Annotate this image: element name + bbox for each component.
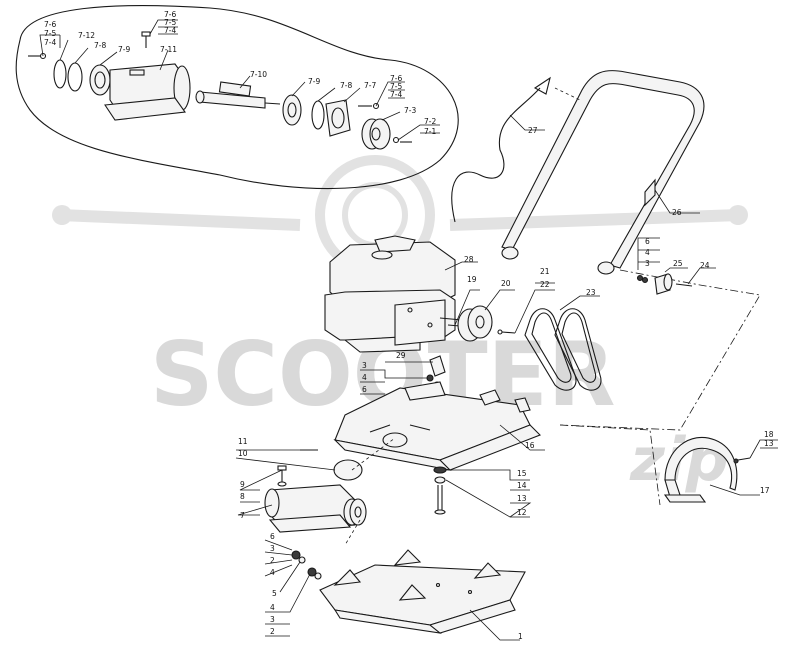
callout-7-1: 7-1 bbox=[424, 127, 436, 136]
callout-7-8b: 7-8 bbox=[340, 81, 352, 90]
callout-7-4b: 7-4 bbox=[164, 26, 176, 35]
base-fasteners bbox=[264, 519, 361, 637]
callout-7-6b: 7-6 bbox=[164, 10, 176, 19]
callout-3b: 3 bbox=[362, 361, 367, 370]
callout-4d: 4 bbox=[270, 603, 275, 612]
callout-18: 18 bbox=[764, 430, 774, 439]
base-plate-1 bbox=[319, 549, 526, 641]
callout-7-9a: 7-9 bbox=[118, 45, 130, 54]
callout-7-12: 7-12 bbox=[78, 31, 95, 40]
v-belts-23 bbox=[524, 295, 602, 391]
callout-13b: 13 bbox=[764, 439, 774, 448]
callout-12: 12 bbox=[517, 508, 527, 517]
callout-7: 7 bbox=[240, 511, 245, 520]
callout-16: 16 bbox=[525, 441, 535, 450]
callout-7-4a: 7-4 bbox=[44, 38, 56, 47]
callout-3a: 3 bbox=[645, 259, 650, 268]
callout-20: 20 bbox=[501, 279, 511, 288]
callout-7-11: 7-11 bbox=[160, 45, 177, 54]
callout-7-5b: 7-5 bbox=[164, 18, 176, 27]
engine-plate-16 bbox=[333, 381, 545, 471]
callout-14: 14 bbox=[517, 481, 527, 490]
bolt-11-plug-10 bbox=[235, 437, 396, 481]
callout-5: 5 bbox=[272, 589, 277, 598]
handle-26 bbox=[501, 70, 705, 275]
callout-7-7: 7-7 bbox=[364, 81, 376, 90]
callout-6b: 6 bbox=[362, 385, 367, 394]
callout-7-5c: 7-5 bbox=[390, 82, 402, 91]
callout-7-9b: 7-9 bbox=[308, 77, 320, 86]
callout-4c: 4 bbox=[270, 568, 275, 577]
exciter-7 bbox=[237, 465, 367, 533]
callout-3c: 3 bbox=[270, 544, 275, 553]
callout-7-6a: 7-6 bbox=[44, 20, 56, 29]
callout-3d: 3 bbox=[270, 615, 275, 624]
throttle-cable-27 bbox=[451, 76, 581, 223]
callout-8: 8 bbox=[240, 492, 245, 501]
callout-28: 28 bbox=[464, 255, 474, 264]
callout-26: 26 bbox=[672, 208, 682, 217]
engine-28 bbox=[324, 235, 478, 353]
callout-7-2: 7-2 bbox=[424, 117, 436, 126]
callout-7-3: 7-3 bbox=[404, 106, 416, 115]
callout-24: 24 bbox=[700, 261, 710, 270]
callout-4a: 4 bbox=[645, 248, 650, 257]
callout-23: 23 bbox=[586, 288, 596, 297]
callout-22: 22 bbox=[540, 280, 550, 289]
callout-7-6c: 7-6 bbox=[390, 74, 402, 83]
callout-2b: 2 bbox=[270, 627, 275, 636]
callout-21: 21 bbox=[540, 267, 550, 276]
callout-19: 19 bbox=[467, 275, 477, 284]
callout-7-5a: 7-5 bbox=[44, 29, 56, 38]
callout-11: 11 bbox=[238, 437, 248, 446]
clutch-pulley-20 bbox=[447, 282, 555, 342]
callout-10: 10 bbox=[238, 449, 248, 458]
belt-guard-17 bbox=[663, 436, 778, 503]
callout-27: 27 bbox=[528, 126, 538, 135]
callout-17: 17 bbox=[760, 486, 770, 495]
callout-4b: 4 bbox=[362, 373, 367, 382]
callout-9: 9 bbox=[240, 480, 245, 489]
callout-15: 15 bbox=[517, 469, 527, 478]
callout-2a: 2 bbox=[270, 556, 275, 565]
shock-mount bbox=[433, 466, 532, 518]
callout-7-10: 7-10 bbox=[250, 70, 267, 79]
callout-25: 25 bbox=[673, 259, 683, 268]
callout-6c: 6 bbox=[270, 532, 275, 541]
callout-labels: 7-6 7-5 7-4 7-12 7-8 7-9 7-6 7-5 7-4 7-1… bbox=[44, 10, 774, 641]
handle-mount-parts bbox=[636, 237, 716, 295]
callout-7-4c: 7-4 bbox=[390, 90, 402, 99]
shaft-assembly-inset bbox=[15, 5, 459, 190]
callout-6a: 6 bbox=[645, 237, 650, 246]
callout-7-8a: 7-8 bbox=[94, 41, 106, 50]
callout-1: 1 bbox=[518, 632, 523, 641]
callout-29: 29 bbox=[396, 351, 406, 360]
callout-13a: 13 bbox=[517, 494, 527, 503]
